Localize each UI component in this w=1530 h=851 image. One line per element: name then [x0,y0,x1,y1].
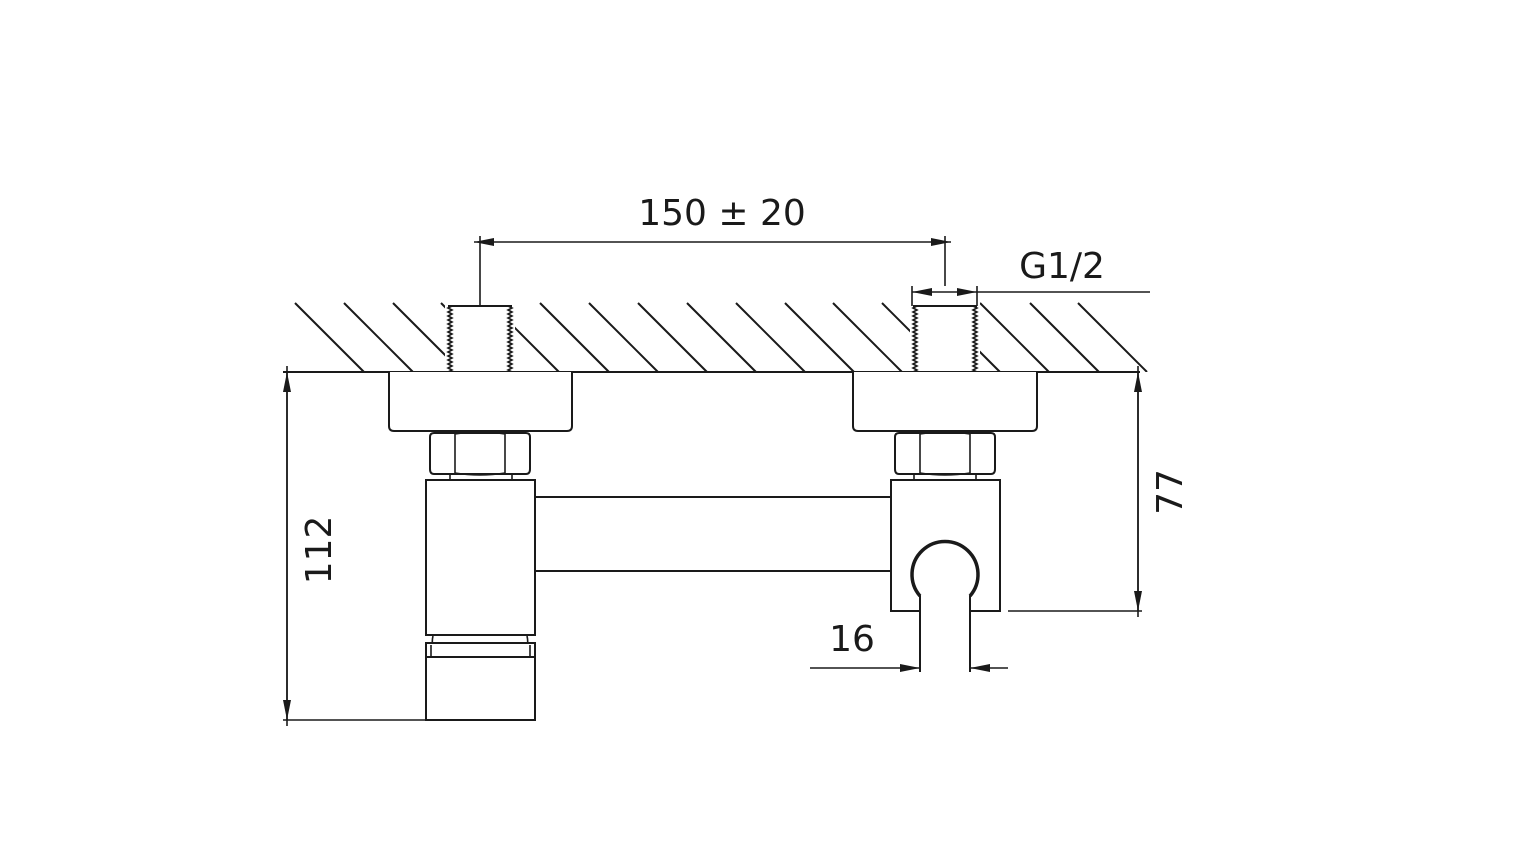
right-wall-flange [852,372,1038,432]
left-hex-nut [429,431,531,480]
wall-hatching [294,302,1148,373]
right-valve-body [890,479,1001,612]
hatch-line [832,302,903,373]
left-control-knob [425,635,536,721]
left-wall-flange [388,372,573,432]
dimension-label-thread: G1/2 [1019,246,1105,287]
outlet-stem [919,596,971,672]
dimension-label-total-depth: 112 [299,516,340,585]
dimension-label-spacing: 150 ± 20 [638,193,806,234]
left-valve-body [425,479,536,636]
hatch-line [539,302,610,373]
hatch-line [979,302,1050,373]
dimension-thread: G1/2 [911,246,1150,306]
hatch-line [294,302,365,373]
hatch-line [343,302,414,373]
dimension-label-body-depth: 77 [1150,469,1191,515]
hatch-line [784,302,855,373]
hatch-line [489,302,560,373]
hatch-line [686,302,757,373]
dimension-total-depth: 112 [283,366,426,726]
hatch-line [1077,302,1148,373]
right-inlet-pipe [911,305,979,375]
mixer-bar [535,496,891,572]
hatch-line [637,302,708,373]
hatch-line [735,302,806,373]
outlet-holder-ring [910,539,980,598]
hatch-line [1029,302,1100,373]
hatch-line [930,302,1001,373]
dimension-label-outlet: 16 [829,619,875,660]
dimension-spacing: 150 ± 20 [474,193,951,306]
dimension-outlet: 16 [810,619,1008,672]
dimension-body-depth: 77 [1008,366,1191,617]
right-hex-nut [894,431,996,480]
hatch-line [588,302,659,373]
